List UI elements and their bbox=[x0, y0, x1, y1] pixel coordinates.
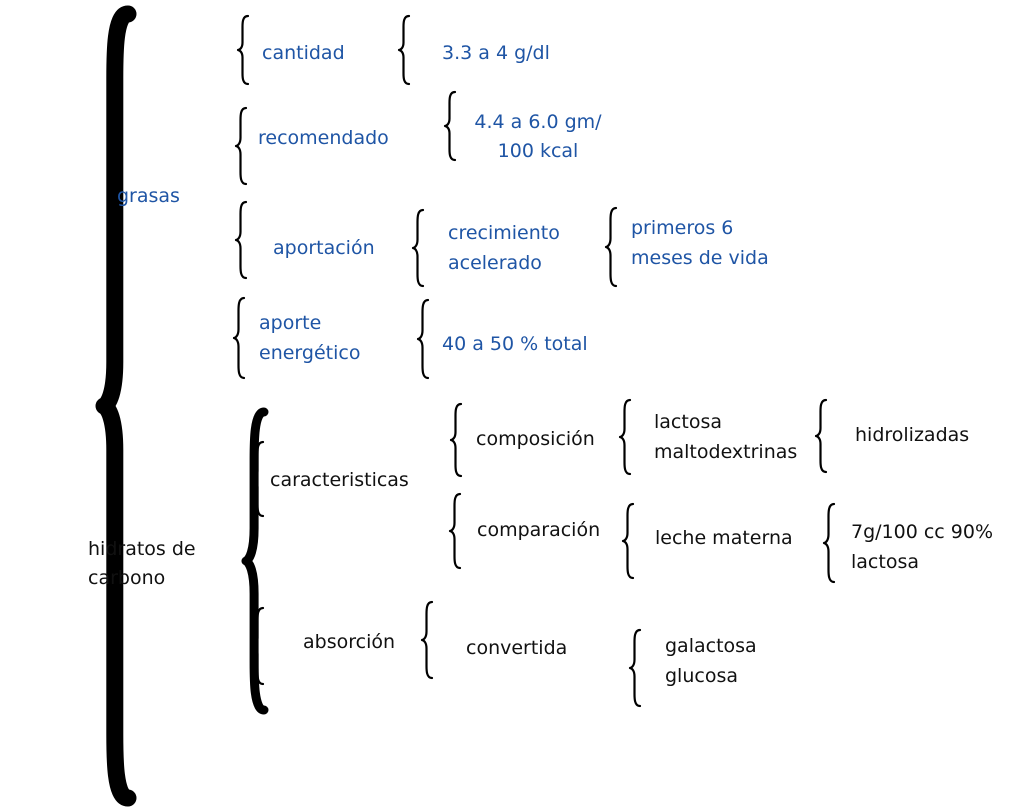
aporte-energetico-line: energético bbox=[259, 342, 361, 364]
brace bbox=[449, 402, 463, 478]
brace bbox=[234, 200, 248, 280]
brace bbox=[236, 14, 250, 86]
aporte-energetico-line: aporte bbox=[259, 312, 322, 334]
aportacion-detail-line: crecimiento bbox=[448, 222, 560, 244]
hidratos-label-line: carbono bbox=[88, 567, 166, 589]
composicion-label: composición bbox=[476, 428, 595, 450]
brace bbox=[621, 502, 635, 580]
aportacion-period-line: primeros 6 bbox=[631, 217, 734, 239]
comparacion-value-line: 7g/100 cc 90% bbox=[851, 521, 994, 543]
brace bbox=[397, 14, 411, 86]
aportacion-label: aportación bbox=[273, 237, 375, 259]
comparacion-label: comparación bbox=[477, 519, 601, 541]
brace bbox=[416, 298, 430, 380]
brace bbox=[234, 106, 248, 186]
brace bbox=[420, 600, 434, 680]
recomendado-value-line: 100 kcal bbox=[497, 140, 579, 162]
brace bbox=[628, 628, 642, 708]
recomendado-value: 4.4 a 6.0 gm/ 100 kcal bbox=[458, 108, 618, 166]
hidratos-label-line: hidratos de bbox=[88, 538, 196, 560]
absorcion-label: absorción bbox=[303, 631, 396, 653]
absorcion-result: galactosa bbox=[665, 635, 757, 657]
brace bbox=[241, 407, 269, 715]
comparacion-value-line: lactosa bbox=[851, 551, 919, 573]
cantidad-label: cantidad bbox=[262, 42, 345, 64]
aportacion-period-line: meses de vida bbox=[631, 247, 769, 269]
composicion-note: hidrolizadas bbox=[855, 424, 970, 446]
brace bbox=[822, 502, 836, 584]
brace bbox=[95, 5, 137, 807]
absorcion-result: glucosa bbox=[665, 665, 738, 687]
brace bbox=[604, 206, 618, 288]
brace bbox=[232, 296, 246, 380]
brace bbox=[448, 492, 462, 570]
brace bbox=[251, 440, 265, 518]
comparacion-item: leche materna bbox=[655, 527, 793, 549]
brace bbox=[443, 90, 457, 162]
composicion-item: maltodextrinas bbox=[654, 441, 798, 463]
aporte-energetico-value: 40 a 50 % total bbox=[442, 333, 588, 355]
grasas-label: grasas bbox=[117, 185, 180, 207]
brace bbox=[814, 398, 828, 474]
brace bbox=[411, 208, 425, 288]
recomendado-label: recomendado bbox=[258, 127, 389, 149]
brace bbox=[618, 398, 632, 476]
brace bbox=[251, 606, 265, 686]
cantidad-value: 3.3 a 4 g/dl bbox=[442, 42, 550, 64]
composicion-item: lactosa bbox=[654, 411, 722, 433]
recomendado-value-line: 4.4 a 6.0 gm/ bbox=[474, 111, 602, 133]
caracteristicas-label: caracteristicas bbox=[270, 469, 409, 491]
absorcion-converted: convertida bbox=[466, 637, 568, 659]
aportacion-detail-line: acelerado bbox=[448, 252, 542, 274]
